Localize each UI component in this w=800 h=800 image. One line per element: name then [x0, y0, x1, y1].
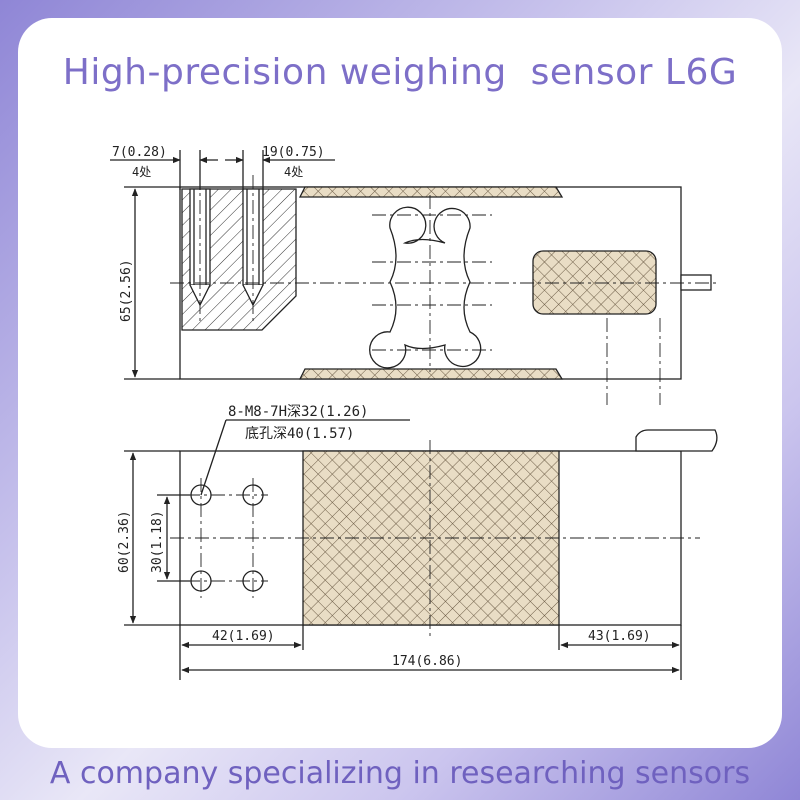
top-gauge-cover-upper — [298, 186, 564, 198]
dim-left: 42(1.69) — [212, 629, 275, 644]
top-gauge-cover-lower — [298, 368, 564, 380]
dim-width: 60(2.36) — [117, 510, 132, 573]
cable-stub — [680, 274, 712, 291]
thread-spec-label: 8-M8-7H深32(1.26) — [228, 404, 368, 420]
top-view — [110, 150, 720, 405]
bottom-view — [124, 419, 718, 680]
dim-hole-pitch: 30(1.18) — [150, 510, 165, 573]
top-center-cutout — [369, 206, 482, 369]
dim-hole-diameter-count: 4处 — [132, 165, 151, 179]
dim-total: 174(6.86) — [392, 654, 462, 669]
top-right-mesh-pad — [532, 250, 657, 315]
dim-right: 43(1.69) — [588, 629, 651, 644]
bore-spec-label: 底孔深40(1.57) — [245, 426, 354, 442]
bottom-view-labels: 8-M8-7H深32(1.26) 底孔深40(1.57) 60(2.36) 30… — [117, 404, 651, 669]
dim-hole-diameter: 7(0.28) — [112, 145, 167, 160]
page-footer: A company specializing in researching se… — [49, 756, 751, 791]
bottom-cable-lip — [635, 429, 718, 452]
dim-height: 65(2.56) — [119, 259, 134, 322]
page-title: High-precision weighing sensor L6G — [62, 52, 738, 93]
image-card — [18, 18, 782, 748]
dim-hole-spacing-count: 4处 — [284, 165, 303, 179]
dim-hole-spacing: 19(0.75) — [262, 145, 325, 160]
top-view-labels: 7(0.28) 4处 19(0.75) 4处 65(2.56) — [112, 145, 325, 322]
